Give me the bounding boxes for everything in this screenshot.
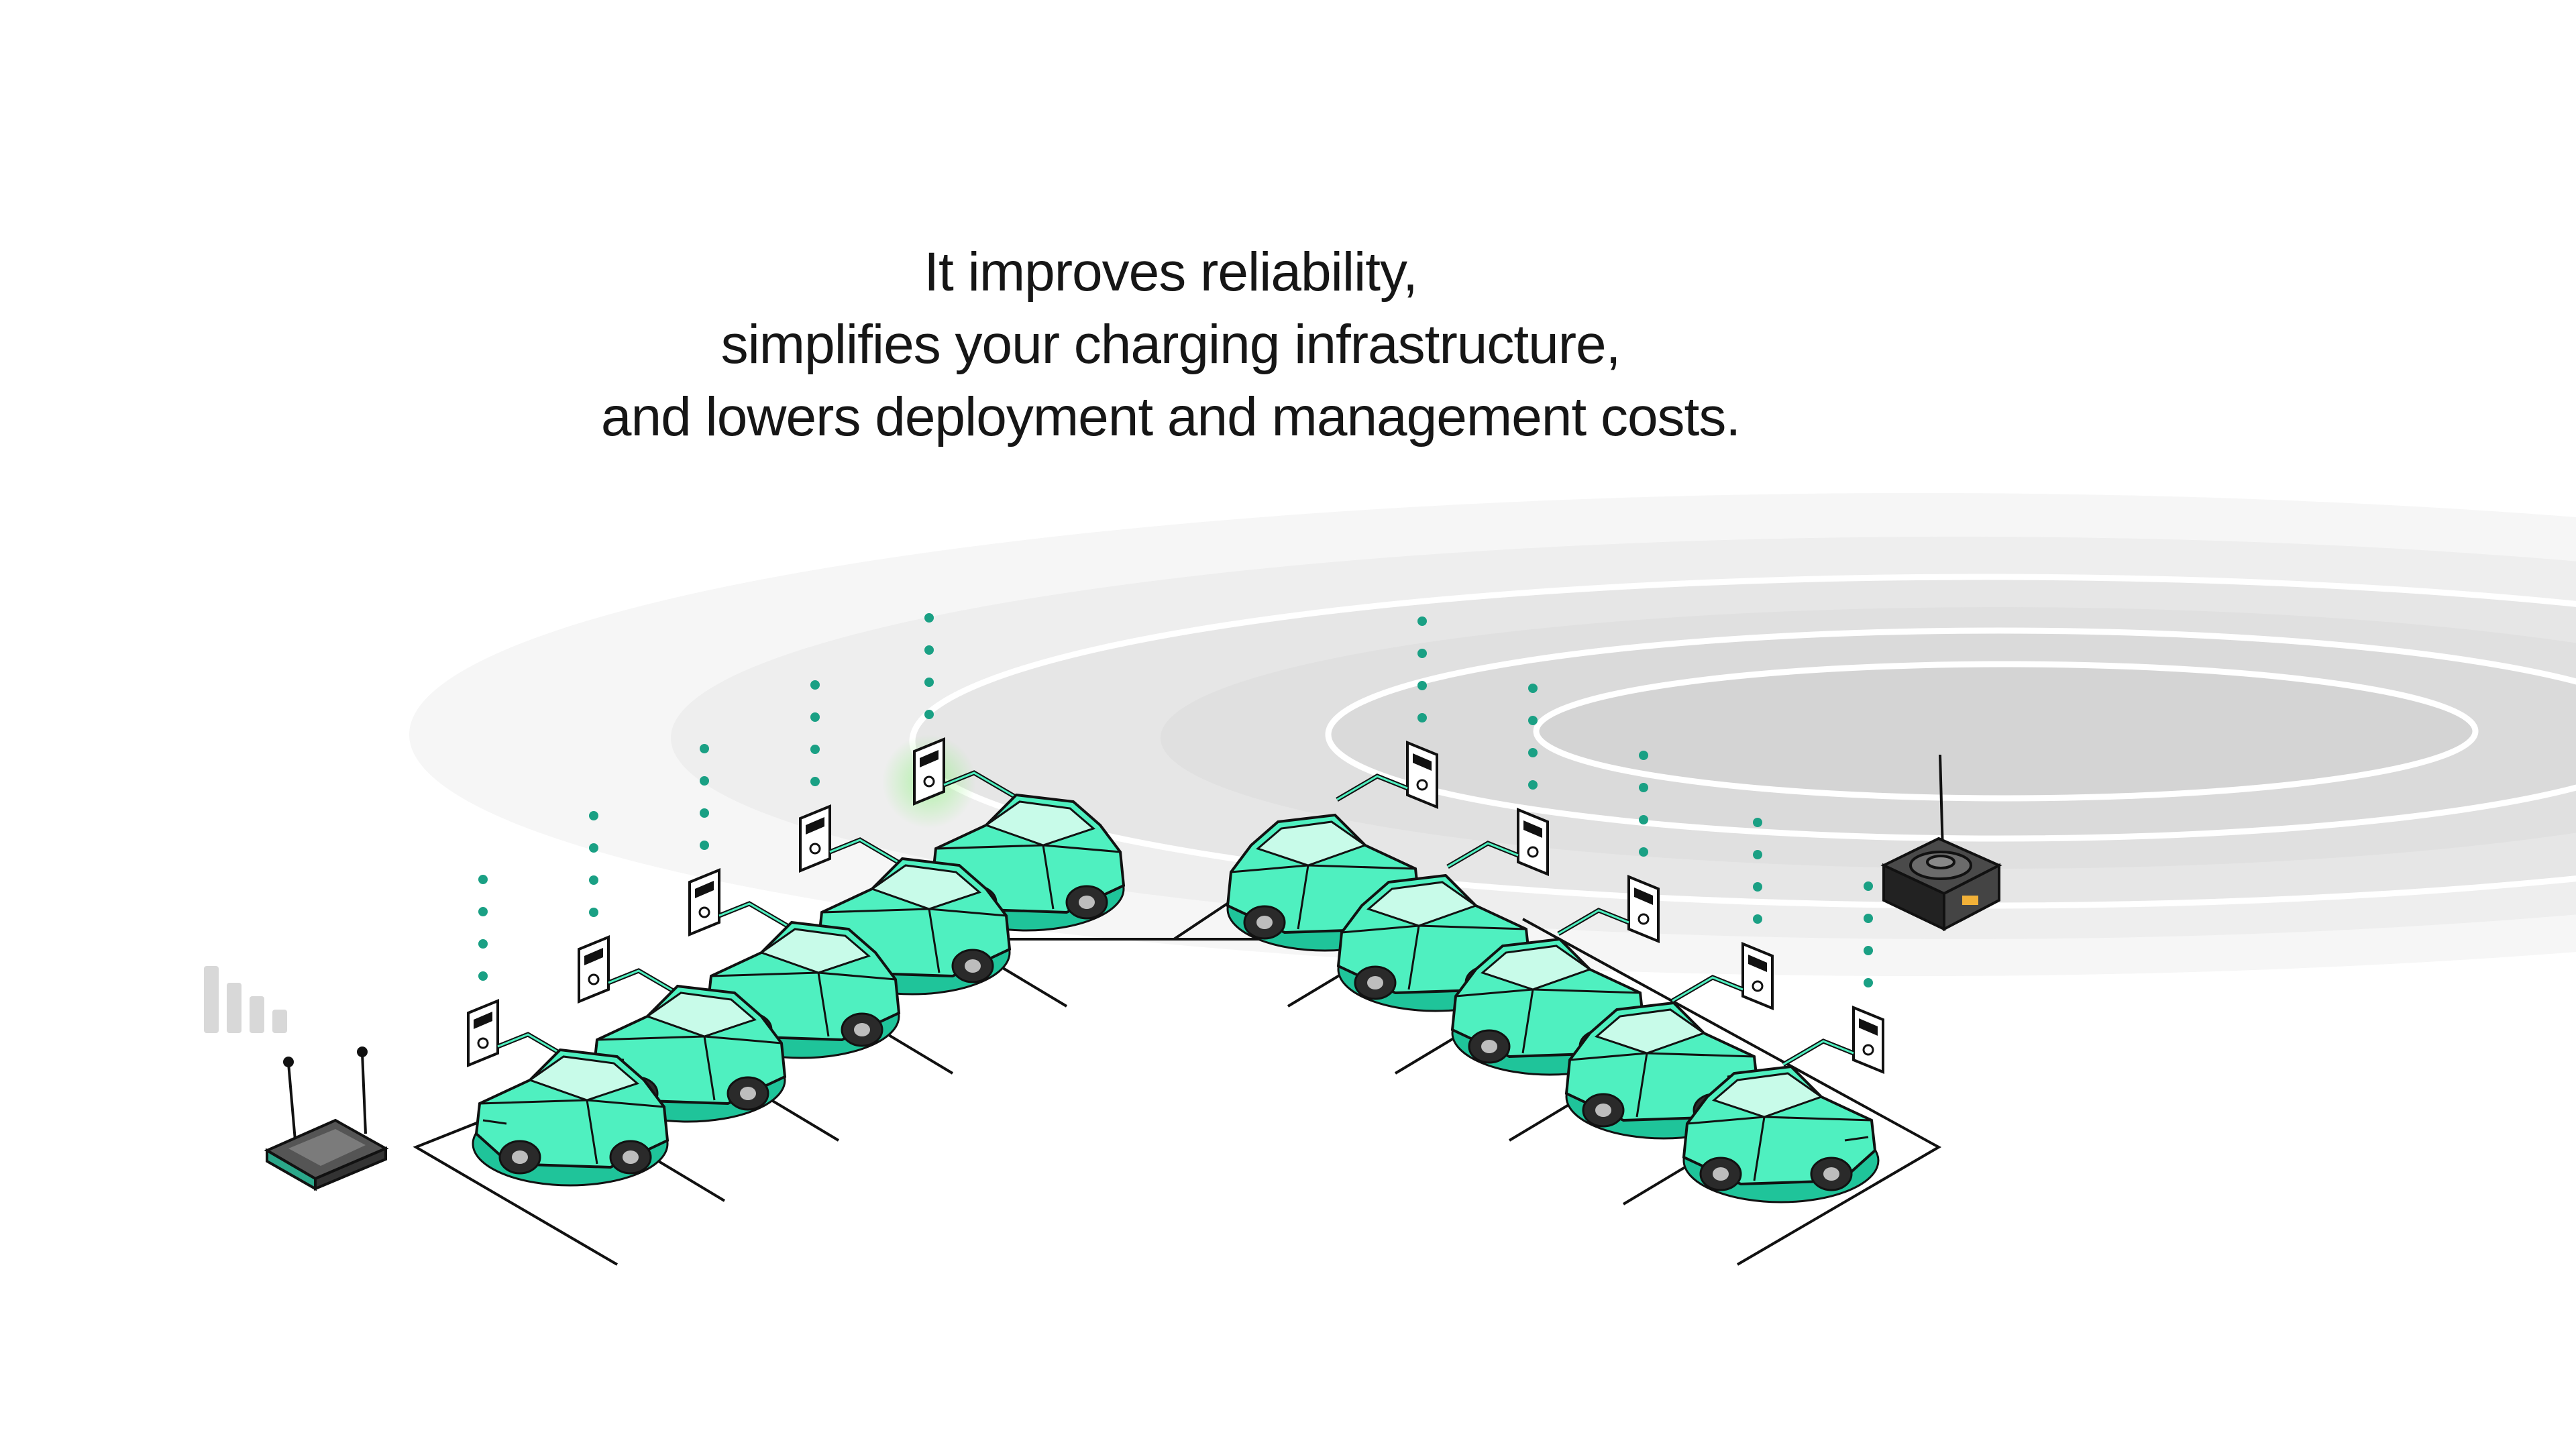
signal-dots xyxy=(589,811,598,917)
charger-row xyxy=(467,735,1884,1074)
ev-car-icon xyxy=(472,1048,669,1187)
wall-charger-icon xyxy=(1782,1006,1884,1074)
wall-charger-icon xyxy=(1336,741,1438,809)
wall-charger-icon xyxy=(688,868,791,936)
signal-dots xyxy=(1753,818,1762,924)
signal-dots xyxy=(1864,881,1873,987)
ev-car-icon xyxy=(1682,1065,1880,1203)
signal-dots xyxy=(1417,616,1427,722)
signal-dots xyxy=(478,875,488,981)
wall-charger-icon xyxy=(799,804,902,873)
headline: It improves reliability, simplifies your… xyxy=(0,236,2341,453)
wireless-gateway-icon xyxy=(1880,754,2002,932)
wall-charger-icon xyxy=(578,935,680,1004)
signal-dots xyxy=(924,613,934,719)
lte-router-icon xyxy=(264,1046,389,1191)
signal-range-ripples xyxy=(409,493,2576,976)
headline-line-3: and lowers deployment and management cos… xyxy=(600,386,1741,447)
wall-charger-icon xyxy=(1557,875,1660,943)
signal-strength-icon xyxy=(204,966,287,1033)
signal-dots xyxy=(700,744,709,850)
signal-dots xyxy=(1528,684,1538,790)
car-row xyxy=(472,793,1880,1203)
wall-charger-icon xyxy=(1671,942,1774,1010)
signal-dot-columns xyxy=(478,613,1873,987)
signal-dots xyxy=(1639,751,1648,857)
signal-dots xyxy=(810,680,820,786)
ev-car-icon xyxy=(589,984,787,1123)
wall-charger-icon xyxy=(467,999,570,1067)
headline-line-2: simplifies your charging infrastructure, xyxy=(720,314,1621,375)
headline-line-1: It improves reliability, xyxy=(924,241,1417,303)
wall-charger-icon xyxy=(913,737,1016,806)
wall-charger-icon xyxy=(1446,808,1549,876)
